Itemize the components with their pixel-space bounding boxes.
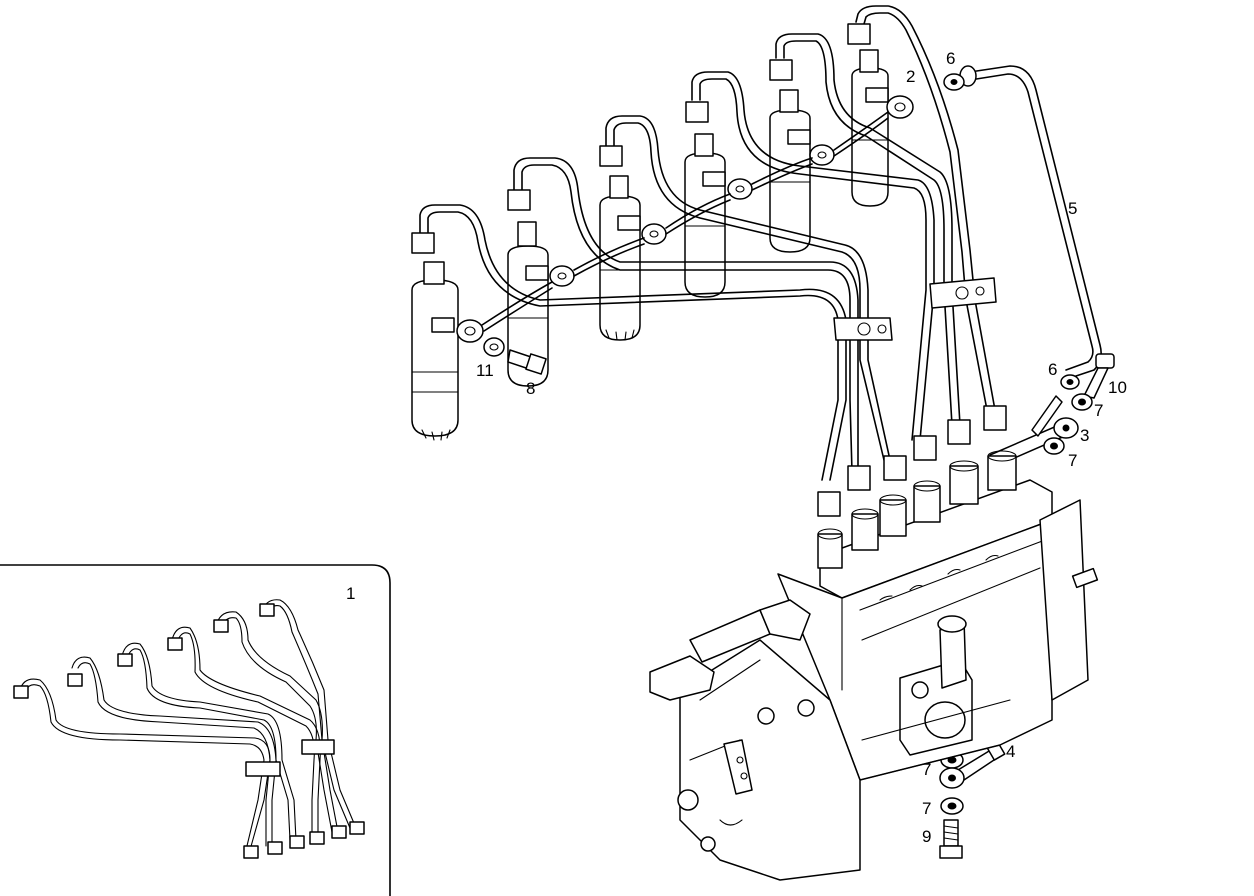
leak-off-banjo-fittings: [456, 95, 914, 343]
callout-10: 10: [1108, 378, 1127, 397]
banjo-lower: [939, 767, 965, 789]
injection-pump: [649, 450, 1099, 881]
callout-7-a: 7: [1094, 401, 1103, 420]
bolt-10: [1083, 353, 1115, 399]
washer-6-lower: [1060, 374, 1080, 390]
injector-2: [507, 221, 549, 387]
washer-11: [483, 337, 505, 357]
inset-panel-pipe-set: [0, 564, 391, 896]
callout-11: 11: [476, 361, 494, 380]
pipe-clamp-left: [833, 317, 893, 341]
callout-7-d: 7: [922, 799, 931, 818]
callout-7-c: 7: [922, 760, 931, 779]
callout-4: 4: [1006, 742, 1015, 761]
pipe-union-nuts: [411, 23, 1007, 517]
injector-5: [769, 89, 811, 253]
injector-1: [411, 261, 459, 441]
callout-labels: 1 2 6 5 11 8 6 10 7 3 7 7 4 7 9: [346, 49, 1127, 846]
washer-7-lower-b: [940, 797, 964, 815]
callout-6-top: 6: [946, 49, 955, 68]
washer-7-upper: [1071, 393, 1093, 411]
washer-7-middle: [1043, 437, 1065, 455]
callout-5: 5: [1068, 199, 1077, 218]
bolt-8: [507, 349, 547, 375]
inset-clamps: [245, 739, 335, 777]
callout-9: 9: [922, 827, 931, 846]
injector-3: [599, 175, 641, 341]
inset-pipes: [19, 599, 357, 851]
injector-6: [851, 49, 889, 207]
callout-3: 3: [1080, 426, 1089, 445]
callout-6-lower: 6: [1048, 360, 1057, 379]
delivery-valve-holders: [817, 450, 1017, 569]
callout-1: 1: [346, 584, 355, 603]
pipe-clamp-right: [929, 277, 997, 309]
inset-nuts: [13, 603, 365, 859]
bolt-9: [939, 819, 963, 859]
callout-2: 2: [906, 67, 915, 86]
callout-8: 8: [526, 379, 535, 398]
callout-7-b: 7: [1068, 451, 1077, 470]
high-pressure-pipes: [419, 5, 996, 481]
injector-4: [684, 133, 726, 298]
washer-6-top: [943, 73, 965, 91]
